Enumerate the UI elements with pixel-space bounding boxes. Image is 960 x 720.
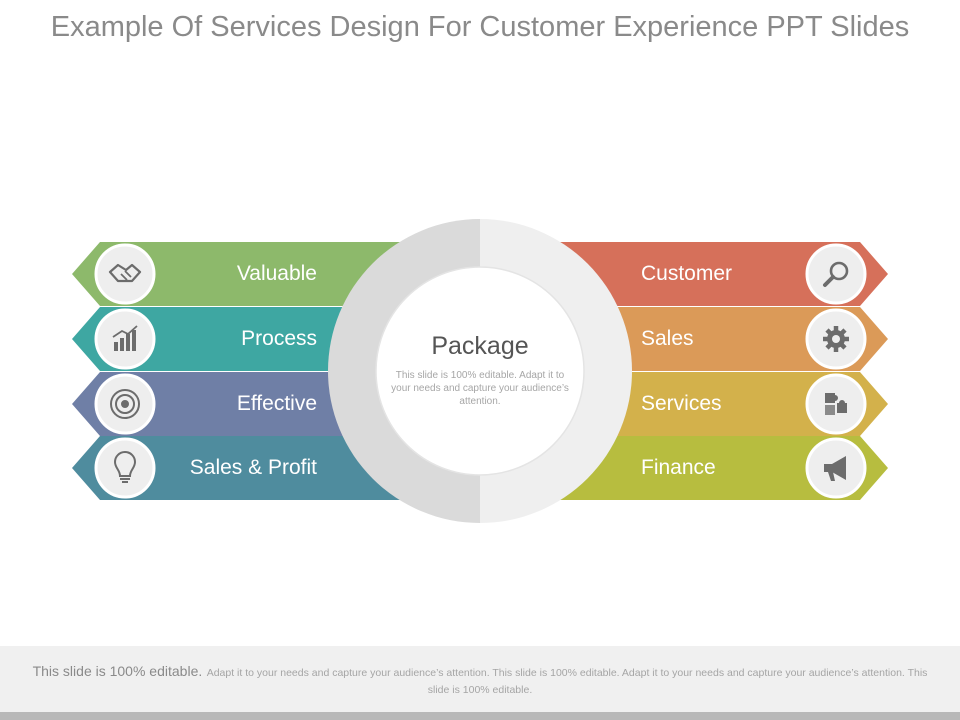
megaphone-icon [805,437,867,499]
slide-title: Example Of Services Design For Customer … [50,11,910,43]
target-icon [94,373,156,435]
arrow-finance [540,436,888,500]
label-services: Services [641,392,722,415]
label-sales-profit: Sales & Profit [189,456,317,479]
label-effective: Effective [236,392,317,415]
bar-chart-icon [94,308,156,370]
footer-rest: Adapt it to your needs and capture your … [206,667,928,696]
arrow-sales-profit [72,436,420,500]
label-finance: Finance [641,456,716,479]
label-process: Process [241,327,317,350]
gear-icon [805,308,867,370]
label-valuable: Valuable [236,262,317,285]
arrow-valuable [72,242,420,306]
bottom-bar [0,712,960,720]
label-customer: Customer [641,262,733,285]
search-icon [805,243,867,305]
center-ring [328,219,632,523]
footer-lead: This slide is 100% editable. [32,663,203,679]
handshake-icon [94,243,156,305]
center-title: Package [431,332,529,360]
puzzle-icon [805,373,867,435]
arrow-customer [540,242,888,306]
lightbulb-icon [94,437,156,499]
label-sales: Sales [641,327,694,350]
ring-inner-disc [375,266,585,476]
center-description: This slide is 100% editable. Adapt it to… [391,370,569,407]
footer-note: This slide is 100% editable. Adapt it to… [0,646,960,712]
